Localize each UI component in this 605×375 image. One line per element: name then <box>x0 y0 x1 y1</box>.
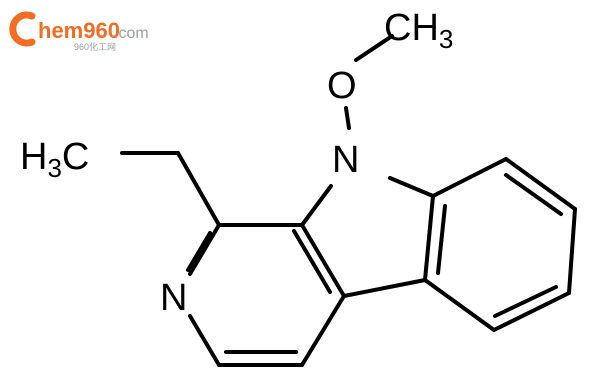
bond-c8a-c8 <box>431 157 508 198</box>
bond-c9a-n9 <box>300 184 333 227</box>
watermark-brand: hem960 <box>38 18 120 43</box>
bond-c4b-c8a-inner <box>436 204 447 275</box>
bond-n2-c3 <box>188 314 221 367</box>
bond-c8a-c4b <box>423 194 435 282</box>
watermark-domain: .com <box>114 25 149 42</box>
bond-c4b-c4a <box>342 278 427 298</box>
bond-c6-c5-inner <box>493 285 558 318</box>
logo-c-icon <box>9 11 36 47</box>
watermark-logo: hem960 .com 960化工网 <box>9 11 149 52</box>
bond-c8-c7 <box>504 157 577 211</box>
bond-n9-c8a <box>388 176 435 198</box>
bond-c4a-c9a <box>300 223 346 298</box>
watermark-tagline: 960化工网 <box>74 41 116 52</box>
atom-nitrogen-pyridine: N <box>160 277 187 319</box>
bond-ch2-c1 <box>176 151 221 227</box>
atom-labels: CH3 O N H3C N <box>20 7 453 319</box>
bond-c6-c5 <box>492 291 571 332</box>
bond-c7-c6 <box>567 207 577 295</box>
bond-o-ch3 <box>354 34 394 62</box>
bond-c8-c7-inner <box>504 173 563 216</box>
bond-c1-n2 <box>188 223 221 276</box>
bond-c1-n2-inner <box>186 231 212 272</box>
bond-c4a-c9a-inner <box>292 229 332 294</box>
atom-ch3-top: CH3 <box>384 7 453 54</box>
bond-c5-c4b <box>423 278 496 332</box>
atom-oxygen: O <box>327 65 357 107</box>
bonds <box>120 34 577 367</box>
atom-h3c-left: H3C <box>20 136 89 183</box>
bond-n-o <box>344 106 351 130</box>
atom-nitrogen-indole: N <box>332 139 359 181</box>
bond-c4-c4a <box>300 294 346 367</box>
